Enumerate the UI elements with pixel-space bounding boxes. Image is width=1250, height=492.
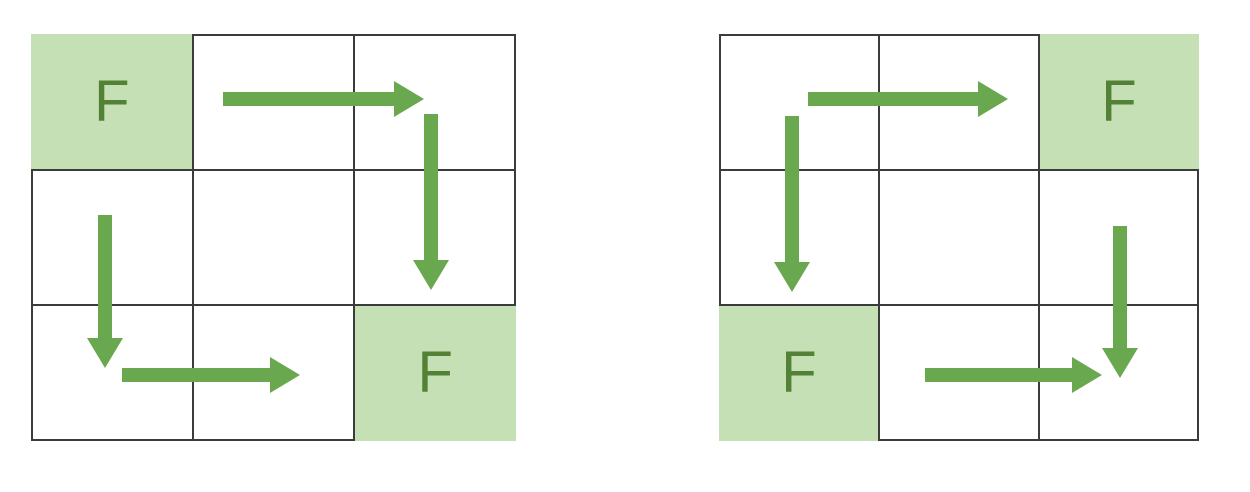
right-grid-arrow-right-top-icon	[808, 81, 1008, 117]
right-grid-arrow-right-bottom-icon	[925, 357, 1102, 393]
cell-label-f: F	[781, 340, 817, 406]
cell-label-f: F	[94, 68, 130, 134]
grid-line-vertical-2	[1038, 34, 1040, 441]
grid-line-horizontal-1	[719, 168, 1199, 171]
grid-line-vertical-2	[353, 34, 356, 441]
left-grid-arrow-right-top-icon	[223, 81, 424, 117]
grid-cell-r0-c0: F	[31, 34, 193, 170]
grid-cell-r0-c2: F	[1039, 34, 1199, 170]
cell-label-f: F	[417, 340, 453, 406]
grid-line-horizontal-1	[31, 168, 516, 171]
grid-line-horizontal-2	[719, 304, 1199, 307]
left-grid-arrow-down-right-icon	[413, 114, 449, 290]
grid-line-vertical-1	[878, 34, 880, 441]
cell-label-f: F	[1101, 68, 1137, 134]
left-grid-arrow-down-left-icon	[87, 215, 123, 368]
left-grid-arrow-right-bottom-icon	[122, 357, 300, 393]
grid-line-vertical-1	[191, 34, 194, 441]
grid-cell-r2-c2: F	[354, 305, 516, 441]
right-grid-arrow-down-left-icon	[774, 116, 810, 292]
grid-line-horizontal-2	[31, 304, 516, 307]
right-grid-arrow-down-right-icon	[1102, 226, 1138, 378]
grid-cell-r2-c0: F	[719, 305, 879, 441]
